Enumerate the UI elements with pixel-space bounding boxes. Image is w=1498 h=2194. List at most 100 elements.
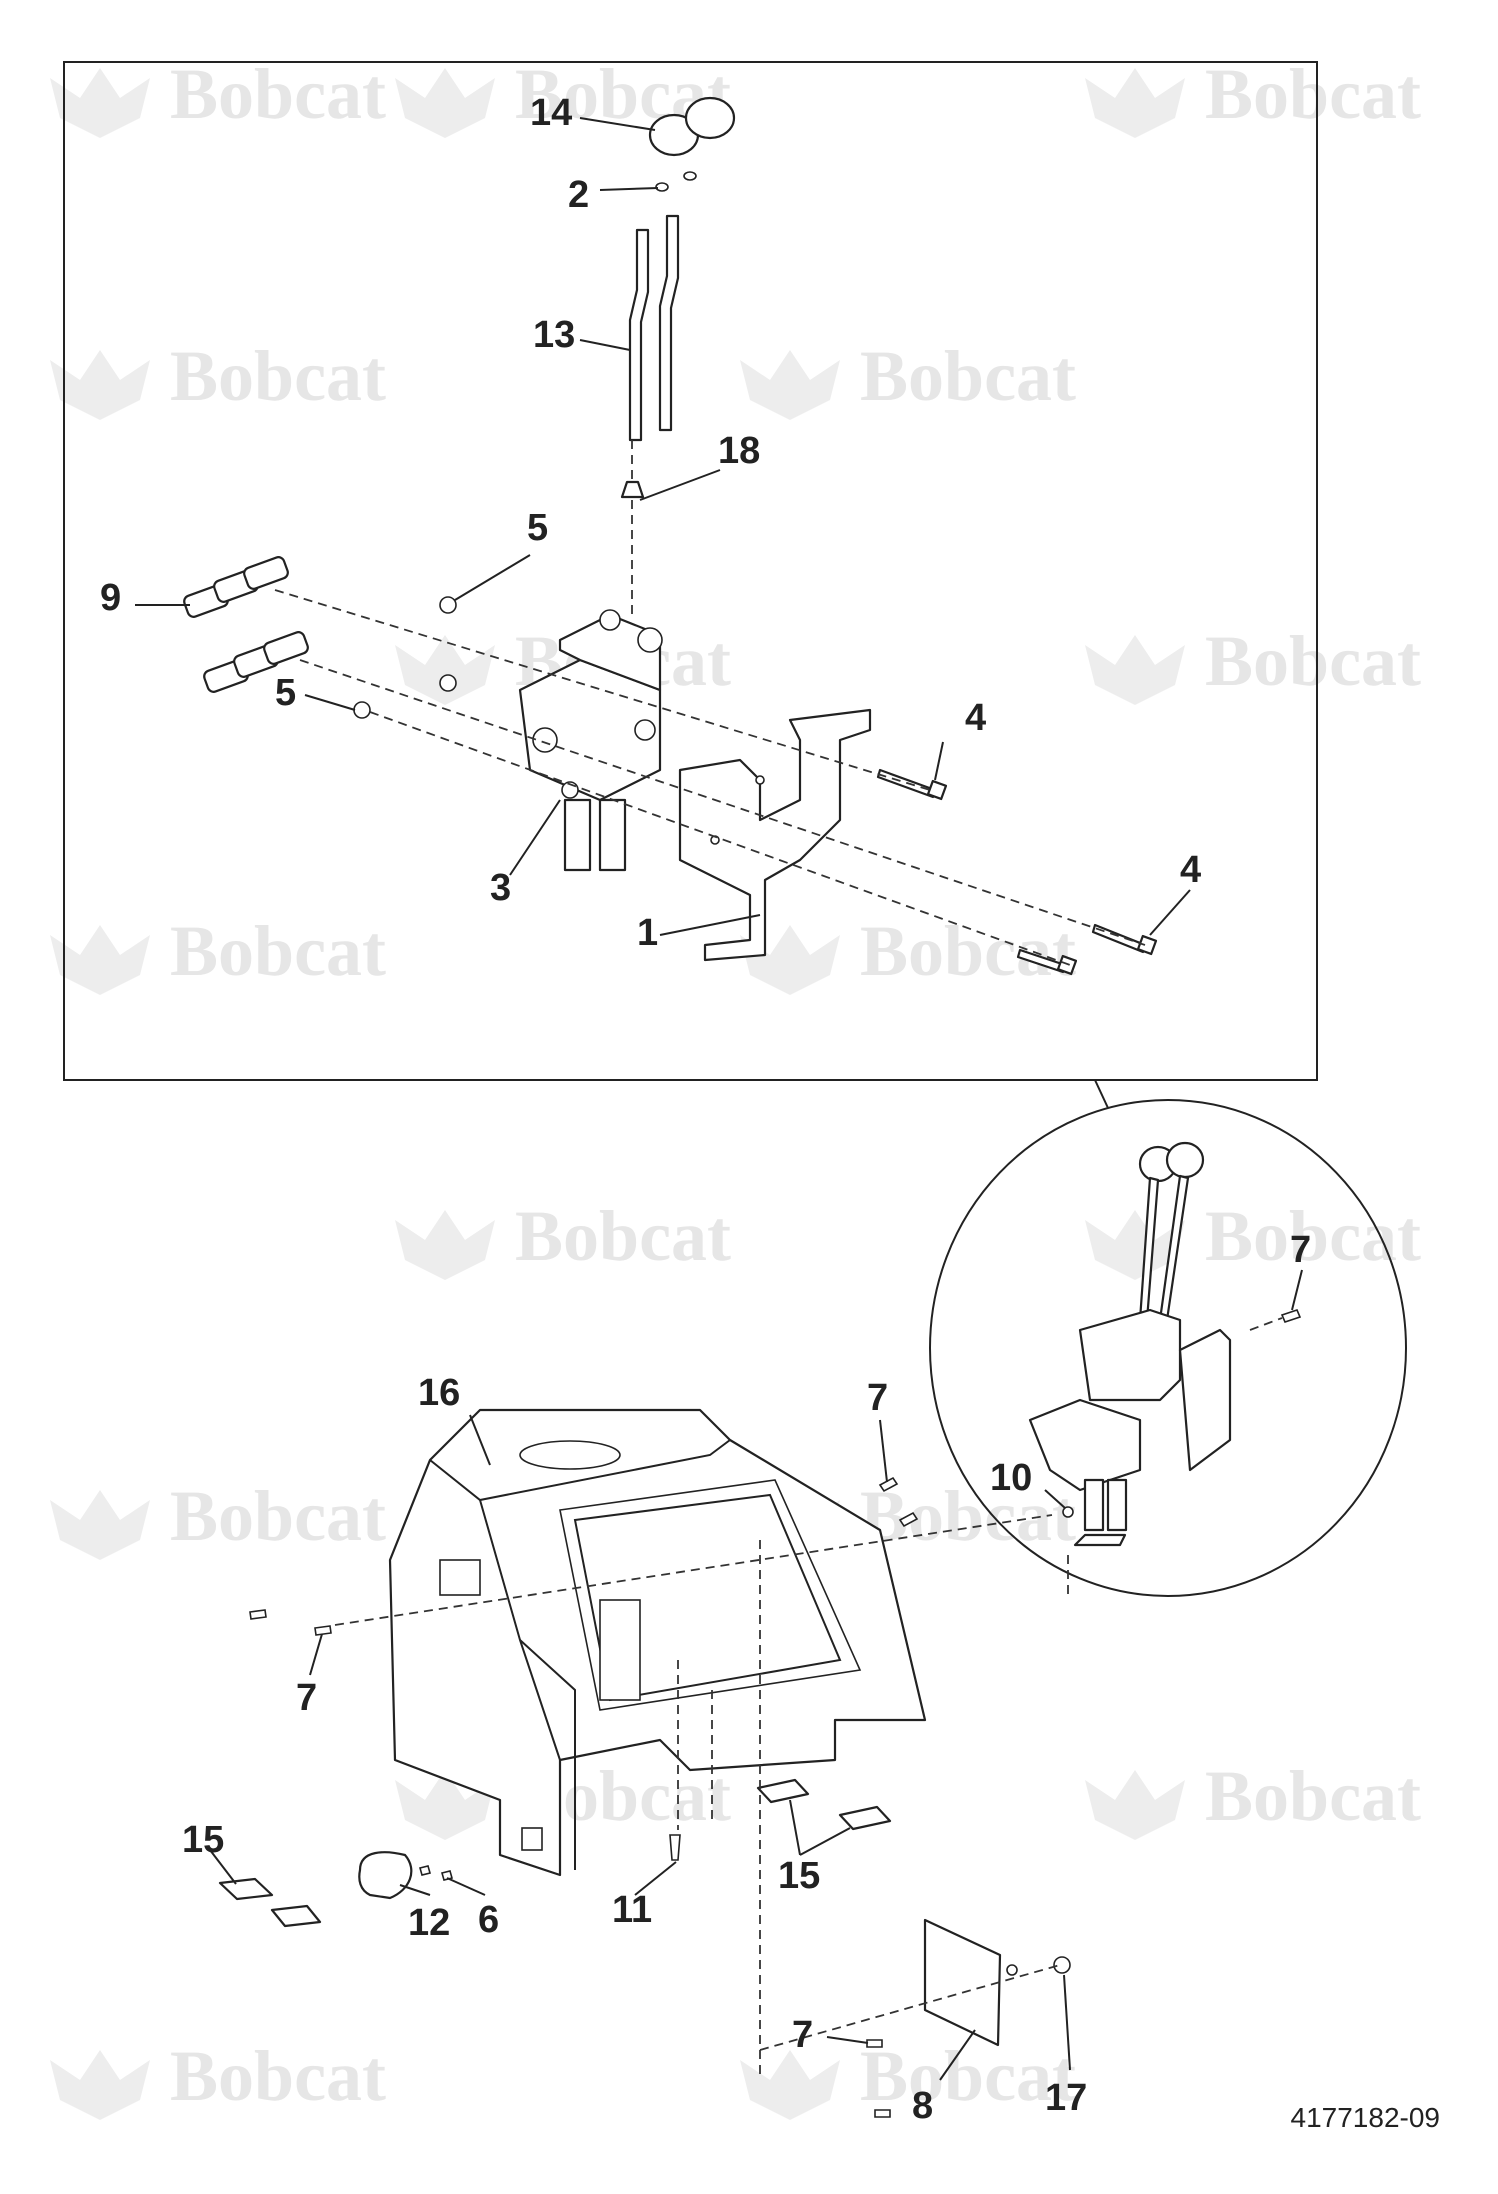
watermark-layer: Bobcat Bobcat Bobcat Bobcat Bobcat Bobca… — [50, 54, 1421, 2120]
callout-6: 6 — [478, 1899, 499, 1941]
bobcat-watermark: Bobcat — [740, 2036, 1076, 2120]
bobcat-watermark: Bobcat — [50, 1476, 386, 1560]
bobcat-watermark: Bobcat — [50, 2036, 386, 2120]
callout-17: 17 — [1045, 2077, 1087, 2119]
bobcat-logo-icon — [50, 350, 150, 420]
callout-labels: 14 2 13 18 5 9 5 3 1 4 4 7 10 7 16 7 15 … — [100, 92, 1311, 2127]
bobcat-logo-icon — [395, 1770, 495, 1840]
part-2-nuts — [655, 171, 697, 192]
watermark-text: Bobcat — [860, 2036, 1076, 2116]
callout-3: 3 — [490, 867, 511, 909]
watermark-text: Bobcat — [515, 1196, 731, 1276]
callout-4: 4 — [1180, 849, 1201, 891]
part-13-levers — [628, 214, 680, 442]
part-14-knobs — [648, 96, 736, 157]
bobcat-logo-icon — [1085, 68, 1185, 138]
bobcat-watermark: Bobcat — [1085, 1196, 1421, 1280]
assembled-valve-view — [1028, 1141, 1232, 1547]
bobcat-watermark: Bobcat — [1085, 54, 1421, 138]
assembly-line — [274, 589, 931, 791]
callout-7: 7 — [296, 1677, 317, 1719]
bobcat-logo-icon — [395, 635, 495, 705]
part-3-valve — [518, 609, 663, 872]
callout-7: 7 — [792, 2014, 813, 2056]
watermark-text: Bobcat — [860, 911, 1076, 991]
assembly-line — [1249, 1317, 1283, 1331]
callout-2: 2 — [568, 174, 589, 216]
callout-8: 8 — [912, 2085, 933, 2127]
bobcat-logo-icon — [50, 1490, 150, 1560]
part-11-bolt — [669, 1834, 681, 1861]
bobcat-logo-icon — [50, 2050, 150, 2120]
part-17-nut — [1053, 1956, 1071, 1974]
callout-4: 4 — [965, 697, 986, 739]
assembly-line — [299, 659, 1146, 946]
callout-9: 9 — [100, 577, 121, 619]
callout-15: 15 — [778, 1855, 820, 1897]
bobcat-logo-icon — [395, 1210, 495, 1280]
part-7-bolts — [249, 1476, 919, 2118]
part-18-boot — [620, 480, 645, 499]
detail-connector — [1094, 1079, 1109, 1109]
callout-5: 5 — [275, 672, 296, 714]
callout-18: 18 — [718, 430, 760, 472]
part-1-bracket — [678, 708, 872, 962]
watermark-text: Bobcat — [1205, 621, 1421, 701]
callout-1: 1 — [637, 912, 658, 954]
bobcat-watermark: Bobcat — [740, 336, 1076, 420]
part-15-pads — [218, 1778, 892, 1928]
callout-12: 12 — [408, 1902, 450, 1944]
watermark-text: Bobcat — [1205, 1756, 1421, 1836]
part-10-nut — [1062, 1506, 1074, 1518]
watermark-text: Bobcat — [860, 336, 1076, 416]
bobcat-watermark: Bobcat — [1085, 621, 1421, 705]
assembly-line — [759, 1964, 1061, 2051]
bobcat-logo-icon — [1085, 1770, 1185, 1840]
callout-16: 16 — [418, 1372, 460, 1414]
bobcat-watermark: Bobcat — [50, 911, 386, 995]
callout-15: 15 — [182, 1819, 224, 1861]
bobcat-logo-icon — [395, 68, 495, 138]
part-16-console — [388, 1408, 927, 1877]
watermark-text: Bobcat — [170, 54, 386, 134]
assembly-line — [369, 711, 1071, 966]
bobcat-logo-icon — [50, 68, 150, 138]
callout-5: 5 — [527, 507, 548, 549]
watermark-text: Bobcat — [170, 336, 386, 416]
assembly-line — [334, 1514, 1053, 1626]
part-6-screw — [441, 1870, 453, 1881]
bobcat-watermark: Bobcat — [50, 54, 386, 138]
bobcat-watermark: Bobcat — [50, 336, 386, 420]
bobcat-logo-icon — [740, 2050, 840, 2120]
watermark-text: Bobcat — [1205, 1196, 1421, 1276]
callout-13: 13 — [533, 314, 575, 356]
bobcat-logo-icon — [1085, 635, 1185, 705]
bobcat-watermark: Bobcat — [1085, 1756, 1421, 1840]
document-number: 4177182-09 — [1290, 2102, 1440, 2133]
leader-lines — [135, 117, 1303, 2081]
watermark-text: Bobcat — [170, 1476, 386, 1556]
watermark-text: Bobcat — [1205, 54, 1421, 134]
callout-11: 11 — [612, 1889, 652, 1931]
bobcat-watermark: Bobcat — [740, 911, 1076, 995]
callout-7: 7 — [1290, 1229, 1311, 1271]
detail-ellipse — [929, 1099, 1407, 1597]
bobcat-watermark: Bobcat — [395, 54, 731, 138]
watermark-text: Bobcat — [170, 2036, 386, 2116]
bobcat-watermark: Bobcat — [395, 1196, 731, 1280]
callout-10: 10 — [990, 1457, 1032, 1499]
bobcat-logo-icon — [740, 925, 840, 995]
part-12-knob — [358, 1851, 413, 1900]
part-8-cover — [923, 1918, 1002, 2047]
part-9-fittings — [183, 556, 309, 693]
watermark-text: Bobcat — [860, 1476, 1076, 1556]
bobcat-logo-icon — [740, 350, 840, 420]
part-7-bolt — [1280, 1309, 1302, 1323]
detail-frame — [63, 61, 1318, 1081]
callout-7: 7 — [867, 1377, 888, 1419]
watermark-text: Bobcat — [170, 911, 386, 991]
bobcat-logo-icon — [50, 925, 150, 995]
callout-14: 14 — [530, 92, 572, 134]
bobcat-logo-icon — [1085, 1210, 1185, 1280]
